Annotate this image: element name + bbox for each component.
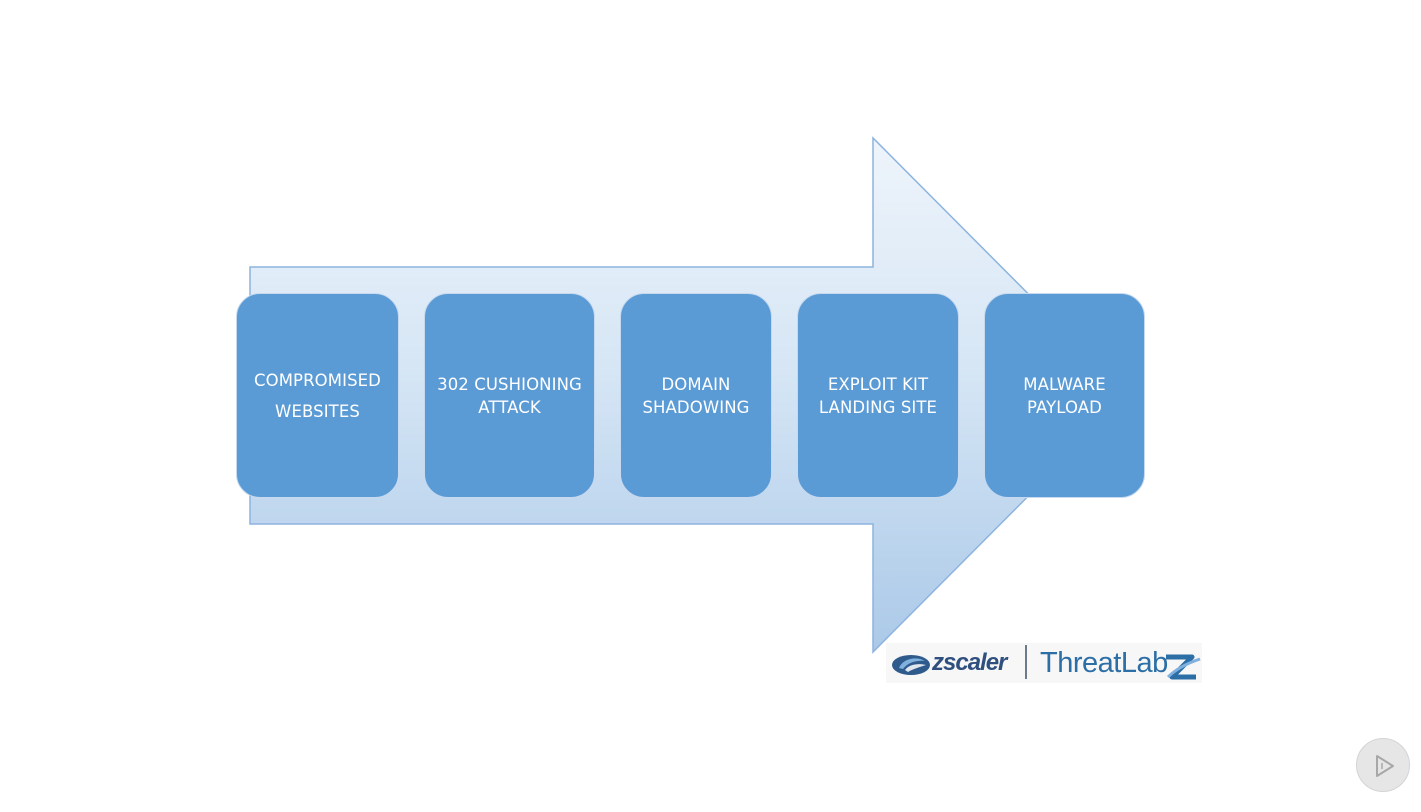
threatlabz-wordmark: ThreatLab [1040,647,1168,679]
stage-label: MALWARE PAYLOAD [1023,374,1106,417]
play-button[interactable] [1356,738,1410,792]
threatlabz-z-icon [1166,654,1201,680]
zscaler-threatlabz-logo: zscaler ThreatLab [886,643,1202,683]
stage-label: DOMAIN SHADOWING [642,374,750,417]
stage-exploit-kit-landing-site: EXPLOIT KIT LANDING SITE [797,293,959,498]
stage-domain-shadowing: DOMAIN SHADOWING [620,293,772,498]
stage-label: COMPROMISED WEBSITES [254,370,381,421]
stage-malware-payload: MALWARE PAYLOAD [984,293,1145,498]
stage-label: 302 CUSHIONING ATTACK [437,374,582,417]
stage-label: EXPLOIT KIT LANDING SITE [818,374,938,417]
play-icon [1376,755,1394,777]
zscaler-wordmark: zscaler [932,649,1007,676]
zscaler-cloud-icon [892,655,930,675]
logo-divider [1025,645,1027,679]
stage-compromised-websites: COMPROMISED WEBSITES [236,293,399,498]
stage-302-cushioning-attack: 302 CUSHIONING ATTACK [424,293,595,498]
